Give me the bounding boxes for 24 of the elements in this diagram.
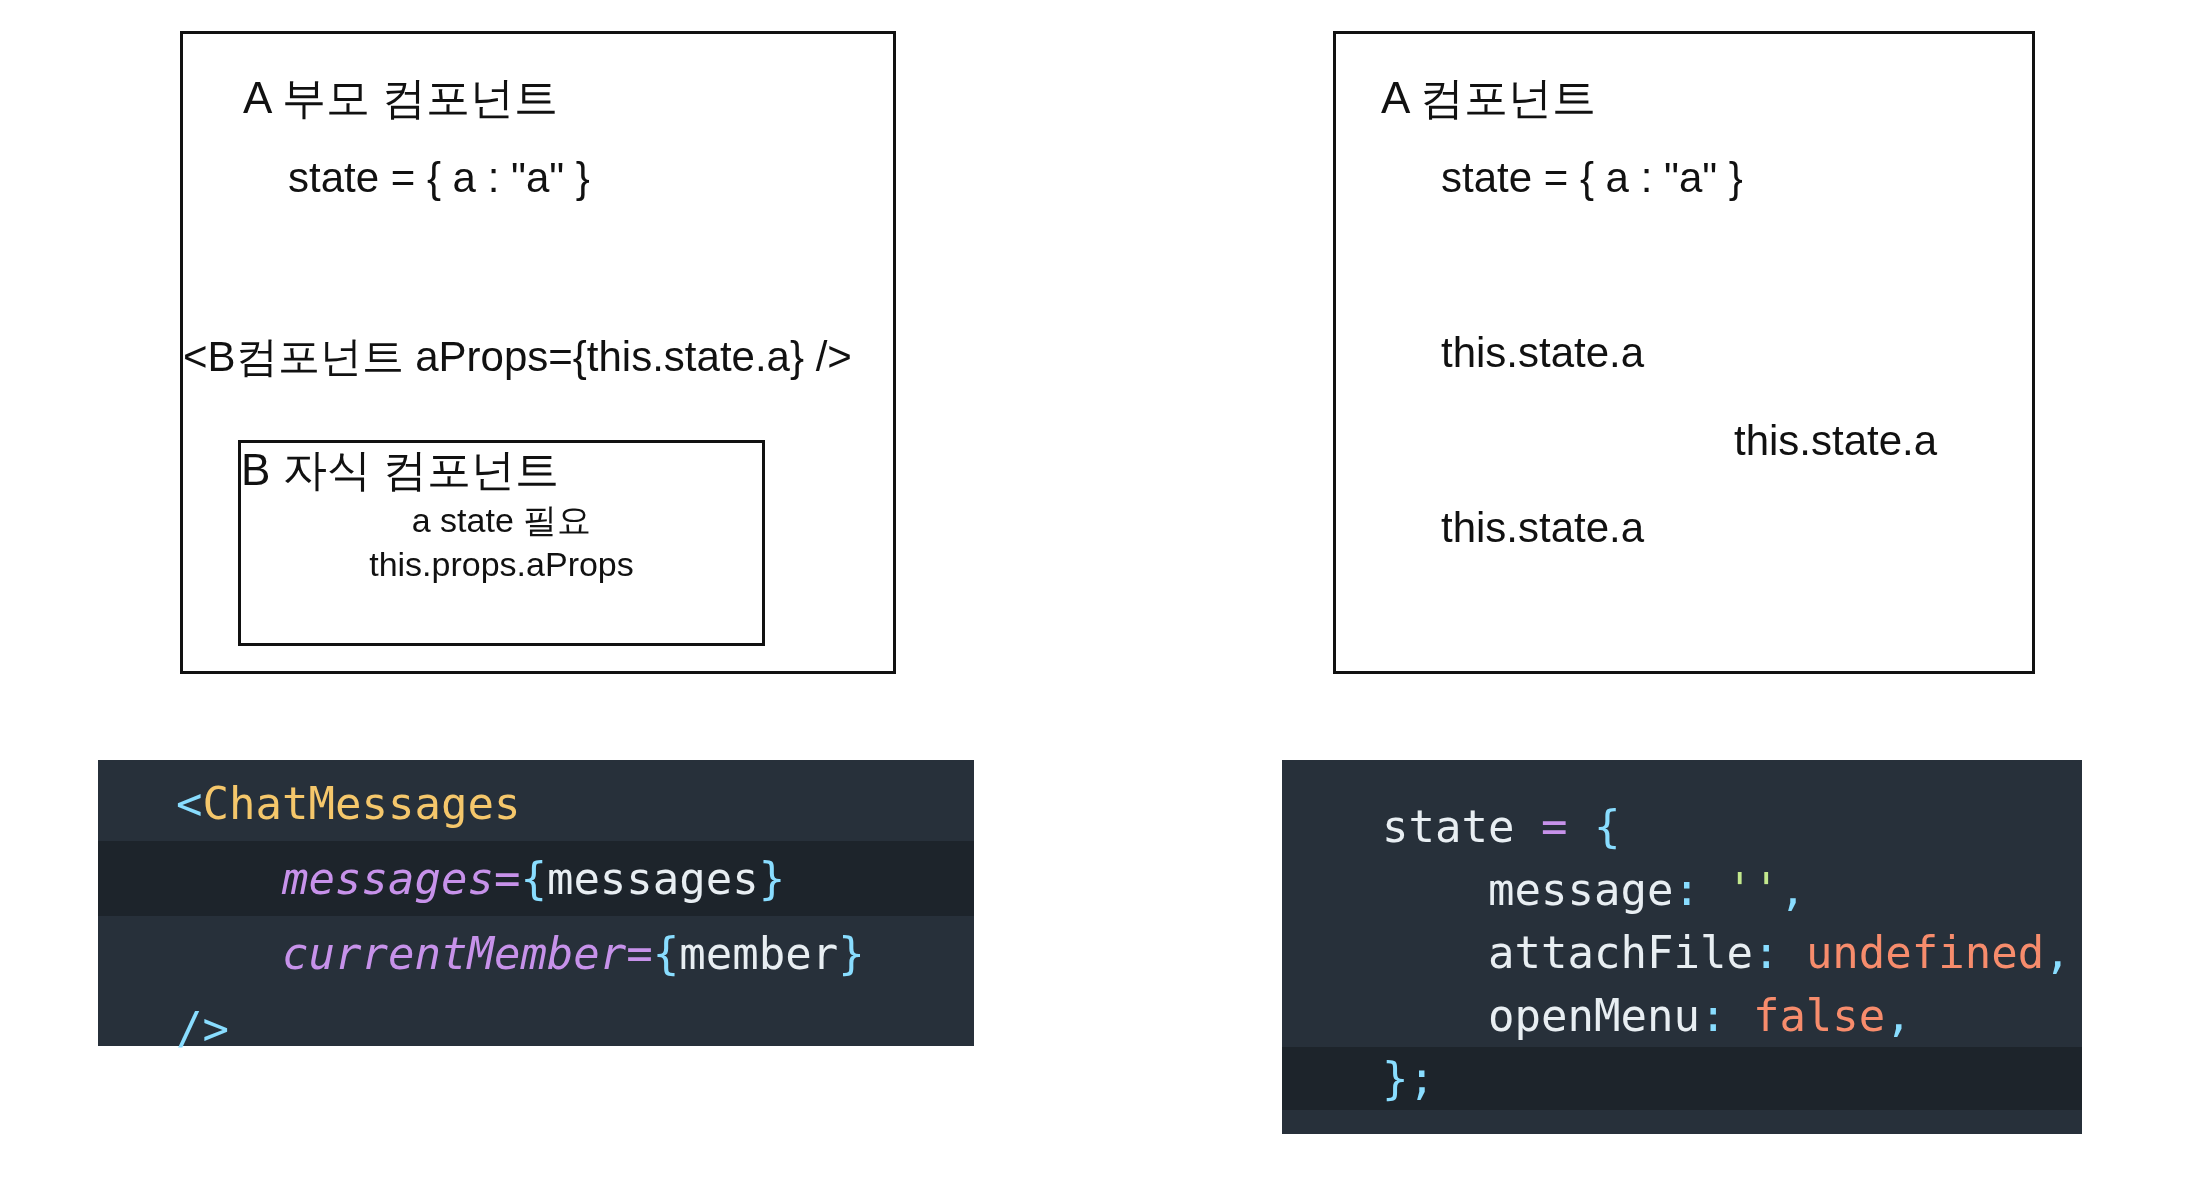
component-box (180, 31, 896, 674)
code-block (98, 760, 974, 1046)
component-box (238, 440, 765, 646)
code-line: state = { (1382, 800, 1621, 853)
box-text: state = { a : "a" } (288, 154, 590, 202)
box-title: A 부모 컴포넌트 (243, 72, 559, 124)
box-title: A 컴포넌트 (1381, 72, 1597, 124)
code-line: attachFile: undefined, (1486, 926, 2071, 979)
code-block (1282, 760, 2082, 1134)
box-text: this.state.a (1441, 504, 1645, 552)
component-box (1333, 31, 2035, 674)
code-line: <ChatMessages (176, 777, 521, 830)
code-line: messages={messages} (280, 852, 786, 905)
box-text: a state 필요 this.props.aProps (368, 500, 635, 585)
code-line: /> (176, 1002, 229, 1055)
code-line: }; (1382, 1052, 1435, 1105)
code-line: openMenu: false, (1486, 989, 1912, 1042)
code-line: message: '', (1486, 863, 1806, 916)
code-line: currentMember={member} (280, 927, 865, 980)
box-text: this.state.a (1734, 417, 1938, 465)
box-text: <B컴포넌트 aProps={this.state.a} /> (183, 332, 852, 382)
box-title: B 자식 컴포넌트 (241, 444, 559, 496)
box-text: state = { a : "a" } (1441, 154, 1743, 202)
box-text: this.state.a (1441, 329, 1645, 377)
